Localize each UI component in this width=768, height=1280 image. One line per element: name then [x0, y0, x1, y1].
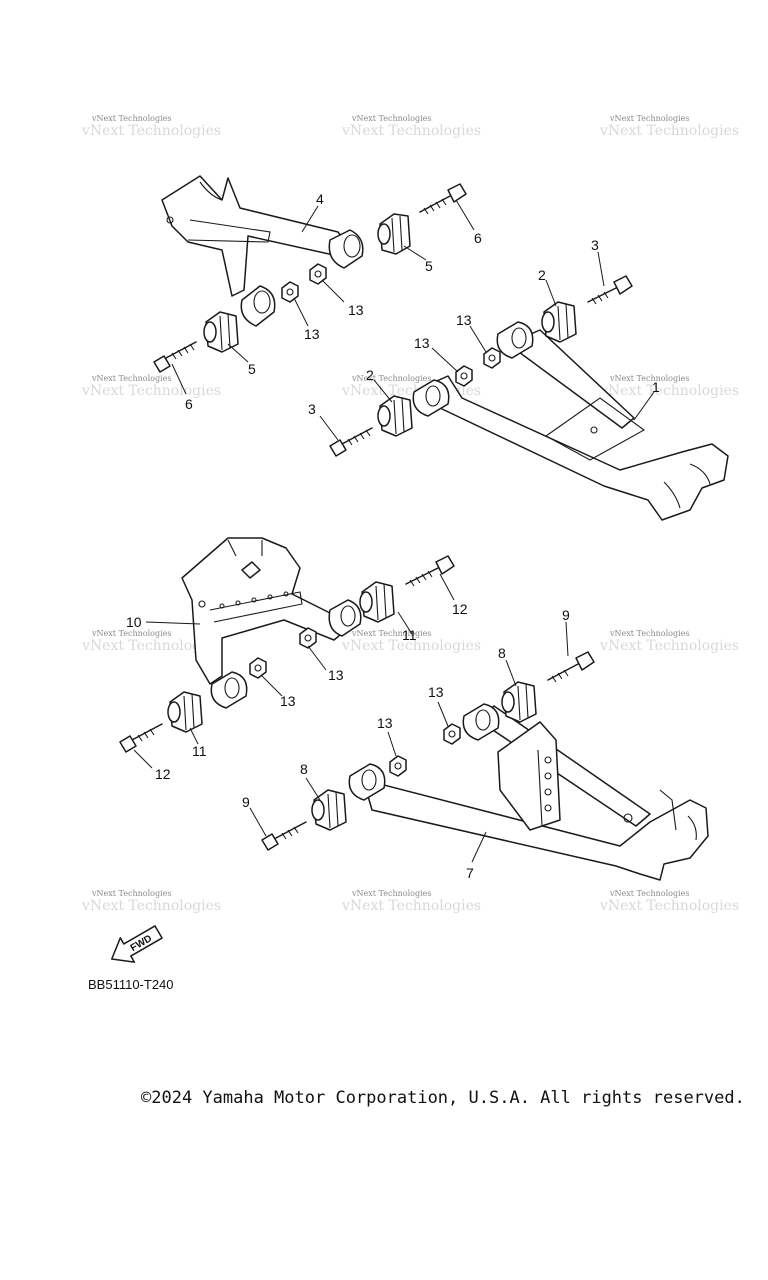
watermark: vNext Technologies [609, 889, 689, 898]
bolt-9-left [261, 821, 307, 851]
watermark: vNext Technologies [609, 629, 689, 638]
callout-12: 12 [155, 766, 171, 782]
callout-13: 13 [456, 312, 472, 328]
bolt-3-left [329, 427, 373, 457]
watermark: vNext Technologies [351, 374, 431, 383]
callout-9: 9 [562, 607, 570, 623]
callout-11: 11 [402, 627, 417, 643]
watermark-ghost: vNext Technologies [341, 898, 481, 914]
callout-3: 3 [308, 401, 316, 417]
bushing-8-left [311, 789, 347, 831]
upper-arm-4 [161, 175, 364, 327]
watermark-ghost: vNext Technologies [81, 898, 221, 914]
callout-5: 5 [425, 258, 433, 274]
watermark: vNext Technologies [91, 374, 171, 383]
nut-13-f [249, 657, 267, 679]
callout-6: 6 [185, 396, 193, 412]
watermark-ghost: vNext Technologies [599, 638, 739, 654]
bushing-2-right [541, 301, 577, 343]
nut-13-h [389, 755, 407, 777]
callout-10: 10 [126, 614, 142, 630]
nut-13-c [483, 347, 501, 369]
bolt-6-upper [419, 183, 467, 215]
nut-13-d [455, 365, 473, 387]
watermark: vNext Technologies [91, 629, 171, 638]
lower-arm-10 [181, 537, 362, 709]
leader-lines [133, 199, 655, 863]
bushing-5-lower [203, 311, 239, 353]
bushing-11-lower [167, 691, 203, 733]
bushing-8-right [501, 681, 537, 723]
bolt-9-right [547, 651, 595, 683]
nut-13-b [281, 281, 299, 303]
callout-13: 13 [414, 335, 430, 351]
upper-arm-1 [412, 321, 729, 521]
callout-12: 12 [452, 601, 468, 617]
fwd-label: FWD [129, 933, 154, 954]
nut-13-e [299, 627, 317, 649]
lower-arm-7 [348, 703, 709, 881]
watermark: vNext Technologies [351, 629, 431, 638]
callout-4: 4 [316, 191, 324, 207]
watermark-ghost: vNext Technologies [81, 123, 221, 139]
callout-labels: 4 5 6 13 13 5 6 2 3 13 13 2 3 1 10 12 11… [126, 191, 660, 881]
bushing-11-upper [359, 581, 395, 623]
watermark: vNext Technologies [91, 889, 171, 898]
bolt-3-right [587, 275, 633, 305]
bolt-6-lower [153, 341, 197, 373]
callout-6: 6 [474, 230, 482, 246]
callout-13: 13 [328, 667, 344, 683]
callout-13: 13 [377, 715, 393, 731]
callout-5: 5 [248, 361, 256, 377]
watermark-ghost: vNext Technologies [599, 898, 739, 914]
callout-13: 13 [280, 693, 296, 709]
callout-1: 1 [652, 379, 660, 395]
callout-7: 7 [466, 865, 474, 881]
watermark: vNext Technologies [351, 889, 431, 898]
watermark-ghost: vNext Technologies [81, 638, 221, 654]
callout-2: 2 [366, 367, 374, 383]
watermark-ghost: vNext Technologies [341, 638, 481, 654]
watermark-ghost: vNext Technologies [81, 383, 221, 399]
callout-2: 2 [538, 267, 546, 283]
watermark-ghost: vNext Technologies [341, 123, 481, 139]
watermark: vNext Technologies [91, 114, 171, 123]
nut-13-a [309, 263, 327, 285]
bushing-2-left [377, 395, 413, 437]
callout-9: 9 [242, 794, 250, 810]
bolt-12-lower [119, 723, 163, 753]
bolt-12-upper [405, 555, 455, 587]
callout-13: 13 [304, 326, 320, 342]
callout-13: 13 [348, 302, 364, 318]
watermark-ghost: vNext Technologies [599, 123, 739, 139]
watermark: vNext Technologies [351, 114, 431, 123]
bushing-5-upper [377, 213, 411, 255]
callout-8: 8 [498, 645, 506, 661]
callout-8: 8 [300, 761, 308, 777]
watermark: vNext Technologies [609, 114, 689, 123]
nut-13-g [443, 723, 461, 745]
diagram-code: BB51110-T240 [88, 977, 174, 992]
copyright-notice: ©2024 Yamaha Motor Corporation, U.S.A. A… [141, 1088, 745, 1108]
callout-3: 3 [591, 237, 599, 253]
watermark-ghost: vNext Technologies [599, 383, 739, 399]
callout-11: 11 [192, 743, 207, 759]
fwd-arrow-icon: FWD [111, 925, 163, 963]
callout-13: 13 [428, 684, 444, 700]
watermark: vNext Technologies [609, 374, 689, 383]
